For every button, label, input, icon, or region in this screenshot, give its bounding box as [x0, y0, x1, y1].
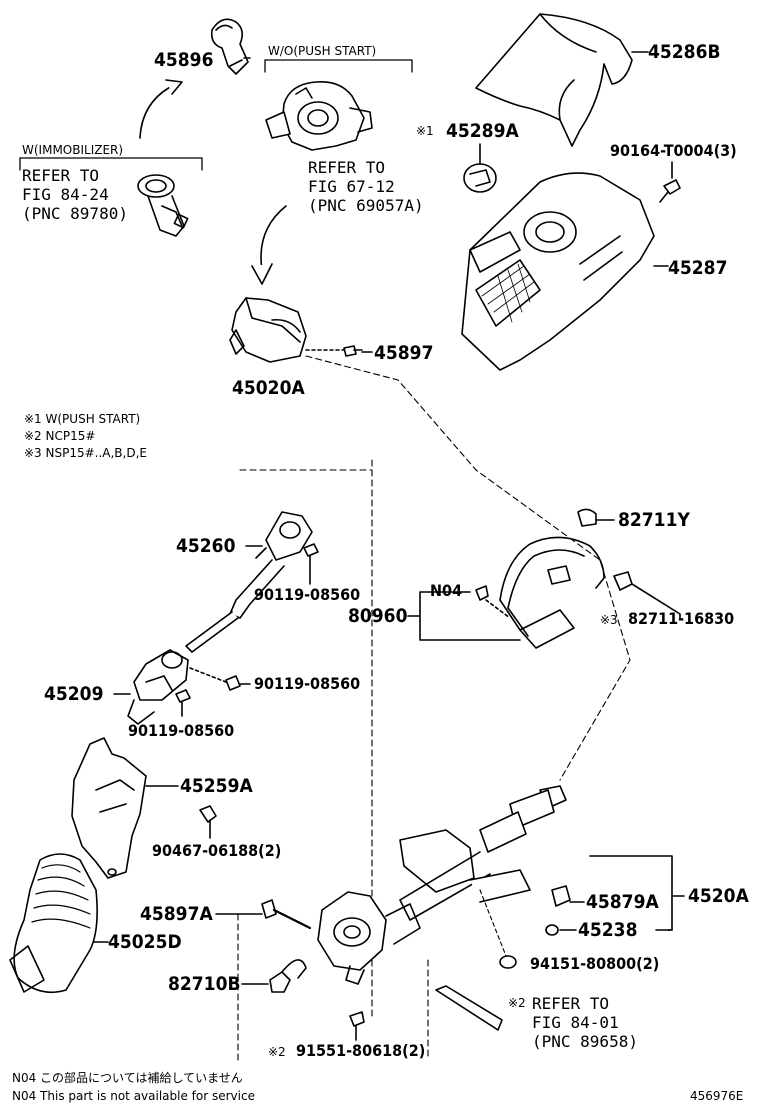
part-45025D-boot	[9, 853, 98, 994]
part-number-45260: 45260	[176, 535, 236, 557]
bolt-90119-c	[175, 689, 191, 717]
part-90467-clip	[199, 805, 217, 839]
bolt-90119-a	[303, 543, 319, 585]
part-number-82711-16830: 82711-16830	[628, 609, 735, 628]
part-90164-screw	[659, 179, 681, 203]
part-number-90164: 90164-T0004(3)	[610, 141, 737, 160]
part-45897-bolt	[305, 345, 363, 357]
footer-n04-english: N04 This part is not available for servi…	[12, 1089, 255, 1103]
bracket-wo-push-start	[264, 59, 413, 73]
part-45286B-upper-cover	[475, 13, 633, 147]
curved-arrow-ignition	[251, 205, 287, 285]
part-number-N04: N04	[430, 581, 463, 600]
mark-91551: ※2	[268, 1045, 286, 1059]
part-number-90119-a: 90119-08560	[254, 585, 361, 604]
part-number-90119-b: 90119-08560	[254, 674, 361, 693]
header-w-immobilizer: W(IMMOBILIZER)	[22, 143, 124, 157]
part-91551-bolt	[349, 1011, 365, 1041]
refer-fig-84-24: REFER TO FIG 84-24 (PNC 89780)	[22, 166, 128, 223]
part-number-45238: 45238	[578, 919, 638, 941]
header-wo-push-start: W/O(PUSH START)	[268, 44, 377, 58]
part-number-45897: 45897	[374, 342, 434, 364]
legend-line-3: ※3 NSP15#..A,B,D,E	[24, 446, 147, 460]
part-number-4520A: 4520A	[688, 885, 749, 907]
part-number-90467: 90467-06188(2)	[152, 841, 282, 860]
part-45238-bushing	[545, 924, 559, 936]
part-45879A-nut	[551, 885, 571, 907]
part-45897A-bolt	[261, 899, 312, 930]
part-82711-16830-clip	[613, 571, 633, 591]
part-number-45289A: 45289A	[446, 120, 519, 142]
mark-fig-84-01: ※2	[508, 996, 526, 1010]
part-number-45897A: 45897A	[140, 903, 213, 925]
part-45259A-cover	[71, 737, 147, 879]
mark-45289A: ※1	[416, 124, 434, 138]
footer-n04-japanese: N04 この部品については補給していません	[12, 1071, 243, 1085]
part-number-82710B: 82710B	[168, 973, 241, 995]
dashed-guide-94151	[479, 889, 507, 957]
part-N04-clip	[475, 585, 511, 619]
bracket-immobilizer	[19, 157, 203, 171]
part-number-82711Y: 82711Y	[618, 509, 690, 531]
part-number-45025D: 45025D	[108, 931, 182, 953]
part-number-45020A: 45020A	[232, 377, 305, 399]
part-number-91551: 91551-80618(2)	[296, 1041, 426, 1060]
legend-line-2: ※2 NCP15#	[24, 429, 96, 443]
part-number-45287: 45287	[668, 257, 728, 279]
part-number-45286B: 45286B	[648, 41, 721, 63]
part-number-80960: 80960	[348, 605, 408, 627]
part-45209-universal-joint	[127, 649, 189, 725]
refer-fig-84-01: REFER TO FIG 84-01 (PNC 89658)	[532, 994, 638, 1051]
immobilizer-coil-drawing	[137, 174, 189, 237]
part-number-45879A: 45879A	[586, 891, 659, 913]
part-82710B-connector	[269, 959, 307, 993]
part-45289A-cap	[463, 163, 497, 193]
part-45287-lower-cover	[461, 172, 655, 371]
legend-line-1: ※1 W(PUSH START)	[24, 412, 141, 426]
part-82711Y-clip	[577, 508, 597, 527]
part-number-45259A: 45259A	[180, 775, 253, 797]
ignition-switch-drawing	[265, 80, 373, 151]
drawing-id: 456976E	[690, 1089, 744, 1103]
part-4520A-steering-column	[317, 785, 567, 985]
curved-arrow-immobilizer	[139, 79, 183, 139]
leader-82711-16830	[631, 583, 681, 619]
part-45020A-drawing	[229, 297, 307, 363]
bolt-90119-b	[189, 667, 241, 691]
refer-fig-67-12: REFER TO FIG 67-12 (PNC 69057A)	[308, 158, 424, 215]
part-80960-wire-bracket	[499, 536, 605, 649]
part-number-45896: 45896	[154, 49, 214, 71]
part-94151-nut	[499, 955, 517, 969]
dashed-guide-main	[305, 355, 631, 781]
part-89658-bracket	[435, 985, 503, 1031]
part-45260-intermediate-shaft	[185, 511, 313, 653]
mark-82711-16830: ※3	[600, 613, 618, 627]
part-number-45209: 45209	[44, 683, 104, 705]
part-number-90119-c: 90119-08560	[128, 721, 235, 740]
part-number-94151: 94151-80800(2)	[530, 954, 660, 973]
part-45896-drawing	[210, 18, 249, 75]
